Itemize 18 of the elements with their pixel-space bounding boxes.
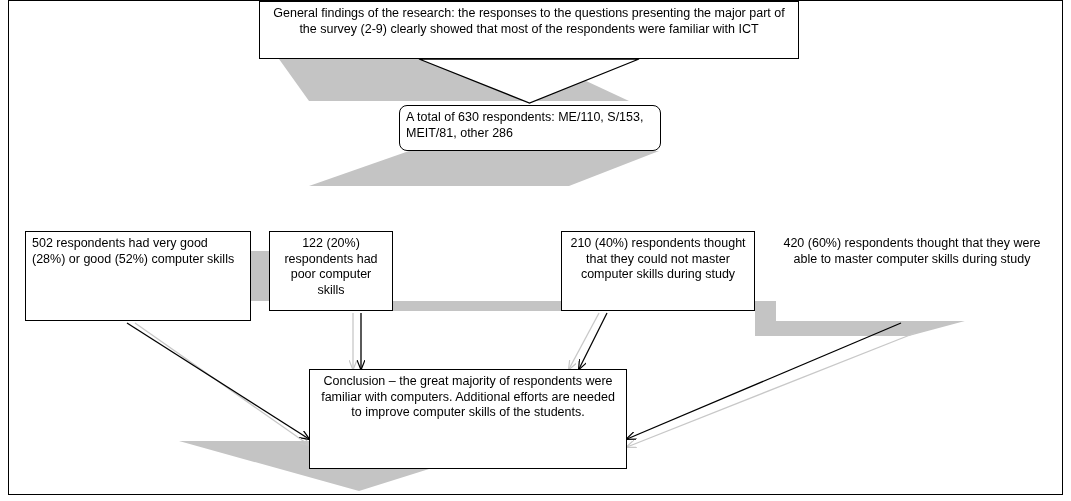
box-text: A total of 630 respondents: ME/110, S/153, MEIT/81, other 286 xyxy=(406,110,645,142)
process-box xyxy=(561,231,755,311)
box-text: 210 (40%) respondents thought that they could not master computer skills during study xyxy=(569,236,747,283)
box-text: Conclusion – the great majority of respondents were familiar with computers. Additional efforts are needed to improve computer skills of the students. xyxy=(320,374,616,421)
arrow xyxy=(567,312,600,371)
arrow xyxy=(577,312,608,371)
box-text: 122 (20%) respondents had poor computer skills xyxy=(283,236,379,299)
arrow xyxy=(348,312,358,371)
arrow xyxy=(356,312,366,371)
process-box xyxy=(399,105,661,151)
conclusion-box xyxy=(309,369,627,469)
chevron-arrow xyxy=(418,58,640,104)
process-box xyxy=(269,231,393,311)
box-text: 502 respondents had very good (28%) or good (52%) computer skills xyxy=(32,236,236,268)
box-text: General findings of the research: the responses to the questions presenting the major part of the survey (2-9) clearly showed that most of the respondents were familiar with ICT xyxy=(272,6,786,38)
process-box xyxy=(25,231,251,321)
arrow xyxy=(625,322,902,440)
box-text: 420 (60%) respondents thought that they were able to master computer skills during study xyxy=(783,236,1041,268)
